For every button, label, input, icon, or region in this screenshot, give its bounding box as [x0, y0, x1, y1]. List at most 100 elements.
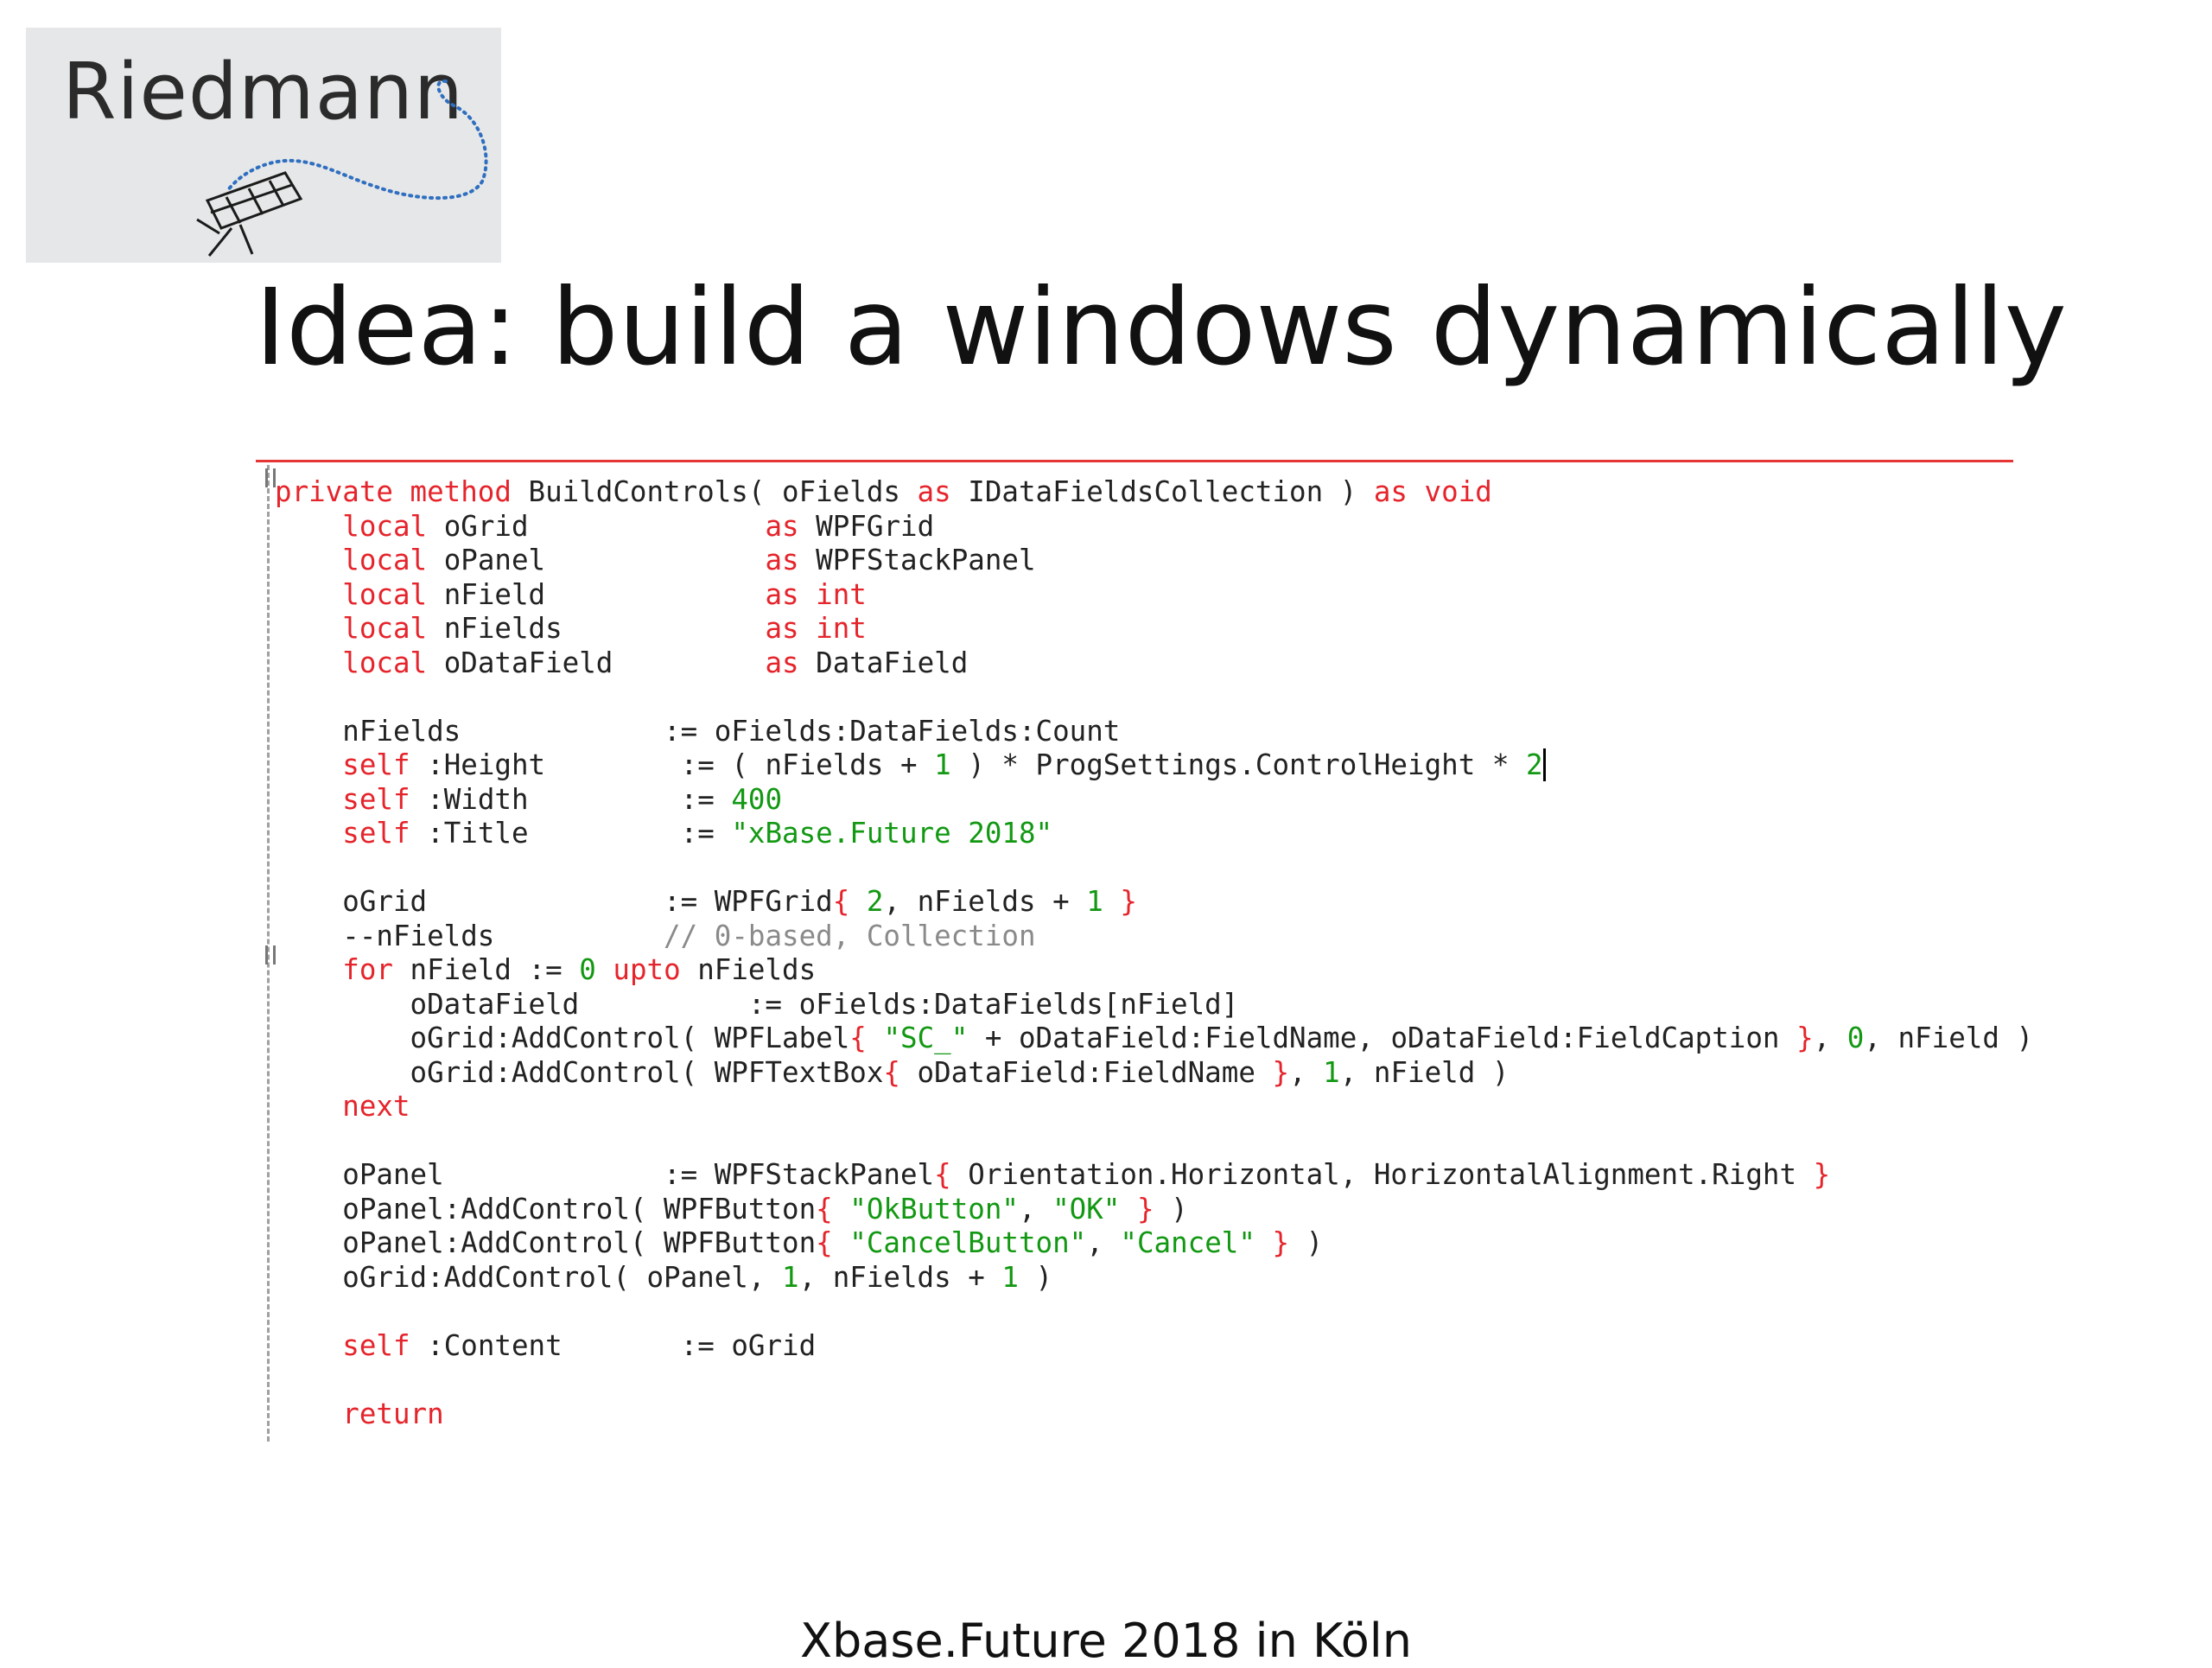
code-token [275, 1397, 342, 1430]
code-token: oGrid:AddControl( WPFTextBox [275, 1055, 884, 1089]
code-token: :Height := ( nFields + [427, 748, 935, 781]
code-token: :Content := oGrid [427, 1328, 817, 1362]
code-token: local [342, 577, 444, 611]
code-token: oPanel := WPFStackPanel [275, 1158, 935, 1191]
code-token [1120, 1193, 1137, 1226]
code-token: WPFStackPanel [816, 544, 1036, 576]
code-token: { [816, 1226, 833, 1259]
code-line: oGrid := WPFGrid{ 2, nFields + 1 } [275, 885, 2033, 920]
code-folding-gutter [265, 465, 276, 1442]
code-line: for nField := 0 upto nFields [275, 953, 2033, 988]
code-token [275, 544, 342, 576]
code-token: as [765, 509, 817, 543]
code-token: :Width := [427, 782, 732, 816]
code-token: "OK" [1052, 1192, 1121, 1226]
code-token: as void [1373, 475, 1492, 508]
code-token: next [342, 1090, 410, 1123]
code-token: , [1018, 1192, 1053, 1226]
code-token: oPanel:AddControl( WPFButton [275, 1192, 817, 1226]
code-token: 2 [866, 885, 884, 918]
code-token [275, 1090, 342, 1123]
code-token: oGrid := WPFGrid [275, 885, 833, 918]
code-token: { [934, 1158, 951, 1191]
code-line: oPanel:AddControl( WPFButton{ "OkButton"… [275, 1193, 2033, 1227]
code-line: oDataField := oFields:DataFields[nField] [275, 988, 2033, 1022]
code-token [1103, 885, 1121, 918]
code-token: --nFields [275, 919, 664, 952]
fold-marker[interactable] [265, 468, 276, 487]
code-token: ) [1154, 1192, 1188, 1226]
code-token [275, 817, 342, 850]
code-token [275, 510, 342, 543]
code-token: 1 [782, 1260, 799, 1294]
code-line: local nFields as int [275, 612, 2033, 646]
code-token: oGrid:AddControl( oPanel, [275, 1260, 782, 1294]
code-line: return [275, 1397, 2033, 1432]
code-line: local oPanel as WPFStackPanel [275, 544, 2033, 578]
code-token: , nField ) [1339, 1055, 1510, 1089]
code-token: 2 [1525, 748, 1543, 781]
code-token: , nFields + [883, 885, 1087, 918]
code-token [275, 783, 342, 816]
code-token [833, 1226, 850, 1259]
code-token: 0 [579, 953, 596, 986]
code-line: --nFields // 0-based, Collection [275, 920, 2033, 954]
code-token [275, 612, 342, 645]
code-token [275, 1329, 342, 1362]
code-line: oPanel:AddControl( WPFButton{ "CancelBut… [275, 1226, 2033, 1261]
code-token: { [883, 1055, 900, 1089]
code-token [849, 885, 867, 918]
code-token: { [832, 885, 850, 918]
code-token: , nFields + [798, 1260, 1002, 1294]
code-line: oPanel := WPFStackPanel{ Orientation.Hor… [275, 1158, 2033, 1193]
code-token [275, 578, 342, 611]
code-line: nFields := oFields:DataFields:Count [275, 715, 2033, 749]
code-token: as [765, 646, 817, 679]
text-caret [1542, 748, 1546, 781]
code-token: ) [1018, 1260, 1053, 1294]
code-token: as int [765, 612, 867, 645]
code-token: oDataField := oFields:DataFields[nField] [275, 987, 1239, 1021]
code-token: local [342, 509, 444, 543]
code-token: "SC_" [883, 1022, 969, 1054]
code-token: 0 [1847, 1022, 1865, 1054]
fold-marker[interactable] [265, 945, 276, 965]
code-token: as int [765, 577, 867, 611]
code-token: oPanel [443, 544, 766, 576]
code-token: "xBase.Future 2018" [731, 817, 1053, 850]
code-line: oGrid:AddControl( oPanel, 1, nFields + 1… [275, 1261, 2033, 1296]
code-line: ​ [275, 1124, 2033, 1159]
slide-title: Idea: build a windows dynamically [255, 266, 2067, 389]
code-line: private method BuildControls( oFields as… [275, 475, 2033, 510]
code-block: private method BuildControls( oFields as… [275, 475, 2033, 1431]
code-token: oGrid [443, 509, 766, 543]
code-token: , [1289, 1055, 1324, 1089]
code-token: , [1813, 1022, 1847, 1054]
code-token: } [1272, 1226, 1290, 1259]
code-token: private method [275, 475, 529, 508]
code-token: DataField [816, 646, 969, 679]
code-token: as [765, 544, 817, 576]
riedmann-logo: Riedmann [26, 28, 501, 263]
code-token: local [342, 544, 444, 576]
code-token: :Title := [427, 817, 732, 850]
code-token: Orientation.Horizontal, HorizontalAlignm… [950, 1158, 1814, 1191]
code-token: , [1086, 1226, 1121, 1259]
code-token: self [342, 817, 428, 850]
code-token [596, 953, 613, 986]
code-token [867, 1022, 884, 1054]
code-token: "OkButton" [849, 1192, 1019, 1226]
code-token: local [342, 612, 444, 645]
code-token: local [342, 646, 444, 679]
code-token: 1 [1323, 1055, 1340, 1089]
code-token: + oDataField:FieldName, oDataField:Field… [968, 1022, 1797, 1054]
code-token: return [342, 1397, 444, 1430]
code-token: } [1272, 1055, 1290, 1089]
code-token: 1 [1086, 885, 1103, 918]
code-token: nField := [392, 953, 580, 986]
code-line: next [275, 1090, 2033, 1124]
code-token [1255, 1226, 1273, 1259]
code-token: "CancelButton" [849, 1226, 1087, 1259]
code-token: for [342, 953, 393, 986]
code-line: local nField as int [275, 578, 2033, 613]
